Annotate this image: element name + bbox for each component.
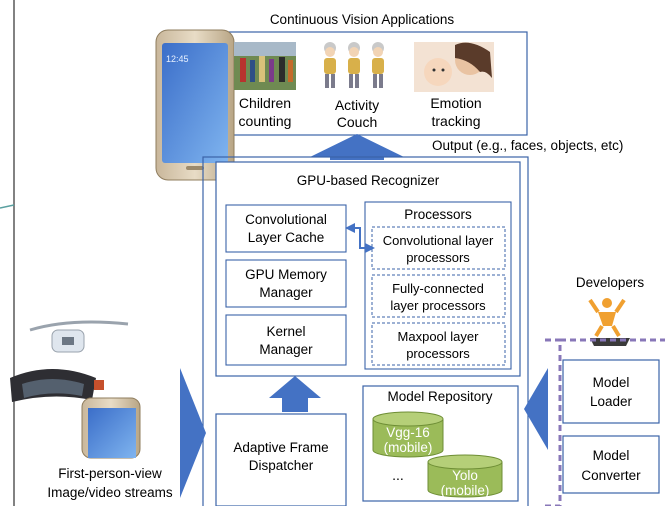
dispatcher-box [215, 413, 347, 507]
smart-glasses-icon [29, 320, 129, 353]
developer-arrow-icon [524, 368, 548, 450]
model-loader-line2: Loader [590, 394, 633, 409]
processor-conv-line2: processors [406, 250, 470, 265]
elderly-walker-icon [324, 42, 384, 88]
app-label-2-line2: Couch [337, 114, 377, 130]
side-connector [0, 204, 15, 209]
children-photo-icon [234, 42, 296, 90]
dispatcher-line1: Adaptive Frame [233, 440, 328, 455]
processor-fc-line2: layer processors [390, 298, 486, 313]
model-converter-line1: Model [593, 448, 630, 463]
yolo-database-icon [427, 454, 503, 498]
model-converter-box[interactable] [562, 435, 660, 494]
model-loader-line1: Model [593, 375, 630, 390]
processor-conv-line1: Convolutional layer [383, 233, 494, 248]
layer-cache-line1: Convolutional [245, 212, 327, 227]
processors-title: Processors [404, 207, 472, 222]
kernel-manager-line1: Kernel [266, 324, 305, 339]
system-frame [202, 156, 529, 511]
module-box-layer-cache [225, 204, 347, 253]
input-label-line1: First-person-view [58, 466, 162, 481]
emotion-photo-icon [414, 42, 494, 92]
cache-processor-connector [345, 223, 375, 253]
models-ellipsis: ... [392, 467, 404, 483]
processor-maxpool-line1: Maxpool layer [398, 329, 480, 344]
vgg16-label-line1: Vgg-16 [386, 425, 430, 440]
kernel-manager-line2: Manager [259, 342, 313, 357]
yolo-label-line2: (mobile) [441, 483, 490, 498]
gpu-recognizer-title: GPU-based Recognizer [297, 173, 440, 188]
phone-stream-icon [81, 397, 141, 459]
module-box-kernel-manager [225, 314, 347, 366]
model-converter-line2: Converter [581, 468, 641, 483]
processor-box-conv [371, 226, 506, 270]
memory-manager-line1: GPU Memory [245, 267, 327, 282]
processor-fc-line1: Fully-connected [392, 281, 484, 296]
model-loader-box[interactable] [562, 359, 660, 424]
svg-text:12:45: 12:45 [166, 54, 189, 64]
dispatch-up-arrow-icon [269, 376, 321, 412]
developers-label: Developers [576, 275, 645, 290]
yolo-label-line1: Yolo [452, 468, 478, 483]
app-label-1-line2: counting [239, 113, 292, 129]
dispatcher-line2: Dispatcher [249, 458, 314, 473]
app-label-3-line1: Emotion [430, 95, 481, 111]
module-box-memory-manager [225, 259, 347, 308]
ar-headset-icon [10, 369, 104, 402]
app-label-2-line1: Activity [335, 97, 379, 113]
model-repository-title: Model Repository [387, 389, 492, 404]
processor-maxpool-line2: processors [406, 346, 470, 361]
processor-box-maxpool [371, 322, 506, 366]
input-label-line2: Image/video streams [47, 485, 173, 500]
app-label-3-line2: tracking [431, 113, 480, 129]
output-arrow-icon [310, 134, 404, 160]
app-label-1-line1: Children [239, 95, 291, 111]
processor-box-fc [371, 274, 506, 318]
vgg16-label-line2: (mobile) [384, 440, 433, 455]
memory-manager-line2: Manager [259, 285, 313, 300]
applications-title: Continuous Vision Applications [270, 12, 455, 27]
input-arrow-icon [180, 368, 206, 498]
smartphone-icon: 12:45 [155, 29, 235, 181]
output-label: Output (e.g., faces, objects, etc) [432, 138, 623, 153]
vgg16-database-icon [372, 411, 444, 458]
layer-cache-line2: Layer Cache [248, 230, 325, 245]
